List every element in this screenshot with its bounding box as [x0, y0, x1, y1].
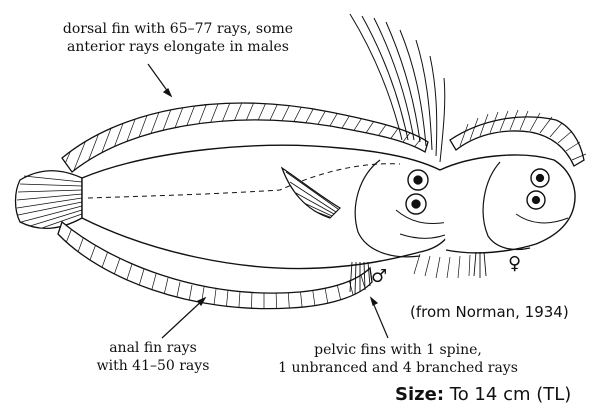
anal-fin-label-line2: with 41–50 rays: [78, 357, 228, 375]
pelvic-fin-label-line2: 1 unbranced and 4 branched rays: [258, 359, 538, 377]
pelvic-fin-label: pelvic fins with 1 spine, 1 unbranced an…: [258, 341, 538, 377]
anal-fin-label: anal fin rays with 41–50 rays: [78, 339, 228, 375]
male-body-outline: [82, 145, 456, 268]
female-symbol: ♀: [508, 253, 521, 274]
dorsal-fin-label: dorsal fin with 65–77 rays, some anterio…: [28, 20, 328, 56]
female-body-outline: [440, 155, 575, 253]
size-value: To 14 cm (TL): [450, 384, 572, 405]
size-info: Size: To 14 cm (TL): [395, 384, 571, 405]
pelvic-fin-label-line1: pelvic fins with 1 spine,: [258, 341, 538, 359]
dorsal-fin-label-line1: dorsal fin with 65–77 rays, some: [28, 20, 328, 38]
size-label: Size:: [395, 384, 444, 405]
anal-arrow: [162, 298, 205, 338]
male-symbol: ♂: [371, 266, 387, 287]
source-citation: (from Norman, 1934): [410, 303, 569, 321]
male-fish: [16, 14, 457, 322]
female-pelvic-fin: [474, 252, 486, 278]
caudal-fin: [16, 171, 83, 229]
anal-fin-label-line1: anal fin rays: [78, 339, 228, 357]
dorsal-fin-label-line2: anterior rays elongate in males: [28, 38, 328, 56]
